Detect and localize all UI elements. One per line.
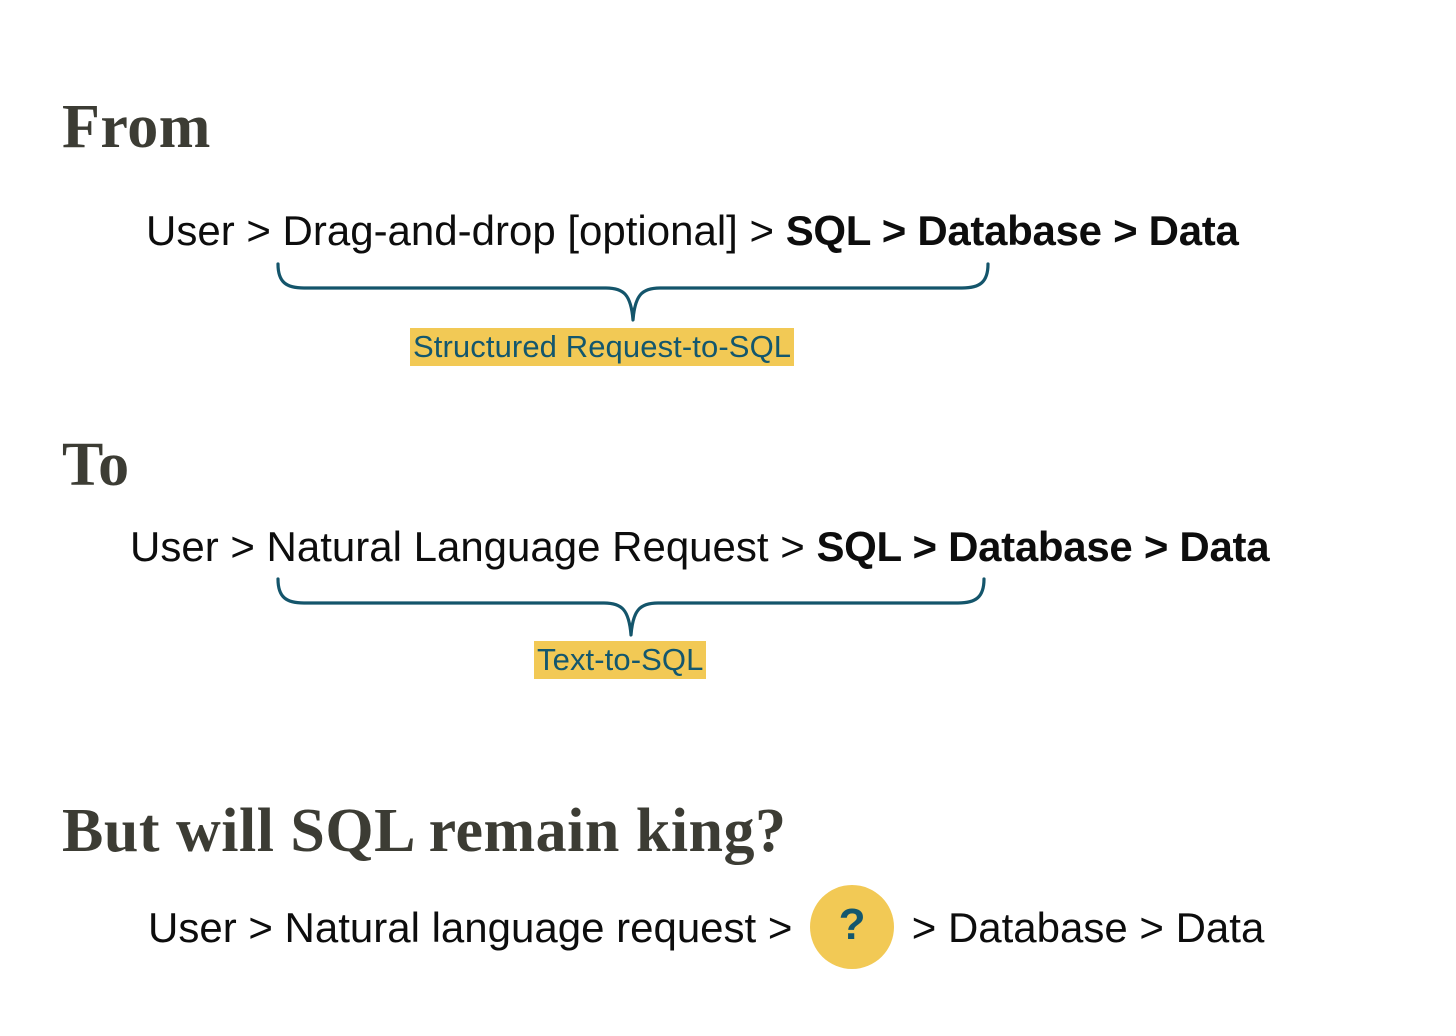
brace-text-to-sql: [276, 577, 986, 639]
flow-question-after: > Database > Data: [900, 904, 1265, 951]
flow-from-bold: SQL > Database > Data: [785, 207, 1239, 254]
section-heading-from: From: [62, 93, 211, 161]
question-mark-icon: ?: [838, 900, 866, 949]
flow-to-plain: User > Natural Language Request >: [130, 523, 817, 570]
flow-row-from: User > Drag-and-drop [optional] > SQL > …: [146, 210, 1239, 252]
flow-row-to: User > Natural Language Request > SQL > …: [130, 523, 1270, 570]
flow-from-plain: User > Drag-and-drop [optional] >: [146, 207, 786, 254]
brace-structured-request: [276, 262, 990, 324]
flow-row-question: User > Natural language request > ? > Da…: [148, 885, 1265, 970]
label-structured-request-to-sql: Structured Request-to-SQL: [410, 328, 795, 366]
section-heading-to: To: [62, 431, 130, 499]
flow-to-bold: SQL > Database > Data: [816, 523, 1270, 570]
label-text-to-sql: Text-to-SQL: [534, 641, 707, 679]
section-heading-question: But will SQL remain king?: [62, 797, 787, 865]
question-mark-badge: ?: [810, 885, 895, 969]
flow-question-before: User > Natural language request >: [148, 904, 805, 951]
